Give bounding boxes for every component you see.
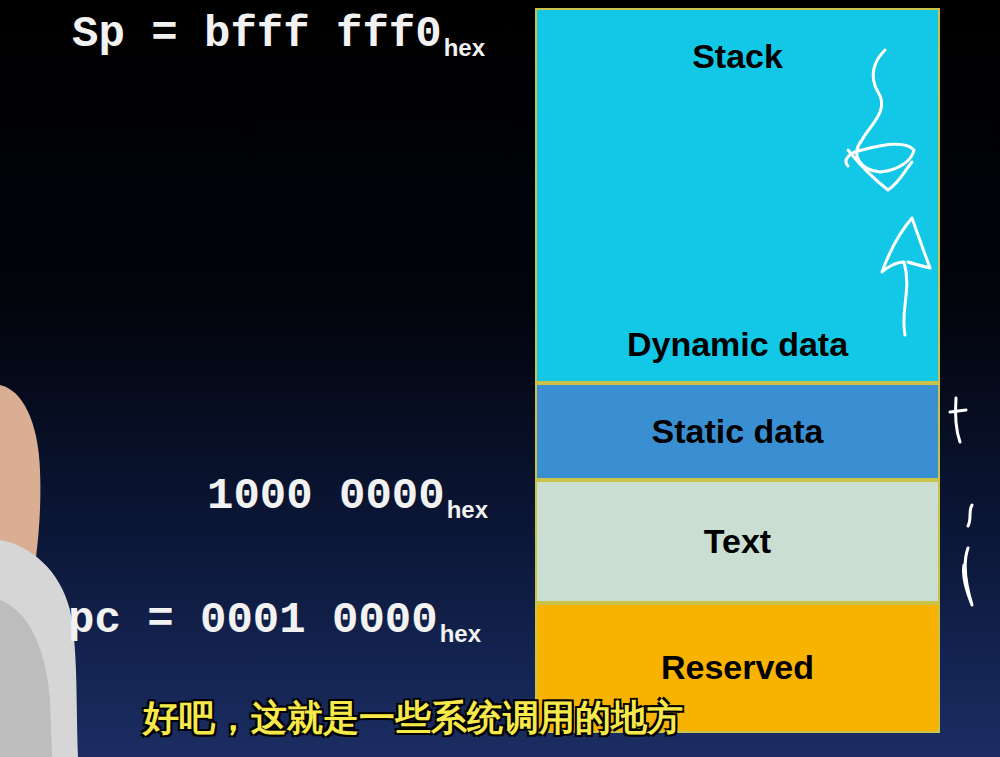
handwritten-mark (963, 505, 972, 605)
hex-subscript: hex (444, 36, 485, 60)
stack-pointer-label: Sp = bfff fff0 (72, 12, 442, 56)
handwritten-arrow (882, 218, 930, 335)
presenter-shirt (0, 540, 78, 757)
handwritten-squiggle (846, 50, 914, 172)
presenter-shirt-shade (0, 600, 52, 757)
handwritten-squiggle (848, 150, 912, 190)
memory-segment-box: Text (535, 480, 940, 603)
memory-segment-box: Static data (535, 383, 940, 480)
segment-label: Text (704, 523, 771, 560)
segment-label: Reserved (661, 649, 814, 686)
memory-region-box: StackDynamic data (535, 8, 940, 383)
subtitle: 好吧，这就是一些系统调用的地方 (143, 700, 683, 736)
hex-subscript: hex (440, 622, 481, 646)
segment-label: Stack (692, 38, 783, 75)
handwritten-mark (950, 398, 966, 442)
segment-label: Dynamic data (627, 326, 848, 363)
hex-subscript: hex (447, 498, 488, 522)
program-counter-label: pc = 0001 0000 (68, 598, 438, 642)
address-label: 1000 0000 (207, 474, 445, 518)
segment-label: Static data (652, 413, 824, 450)
